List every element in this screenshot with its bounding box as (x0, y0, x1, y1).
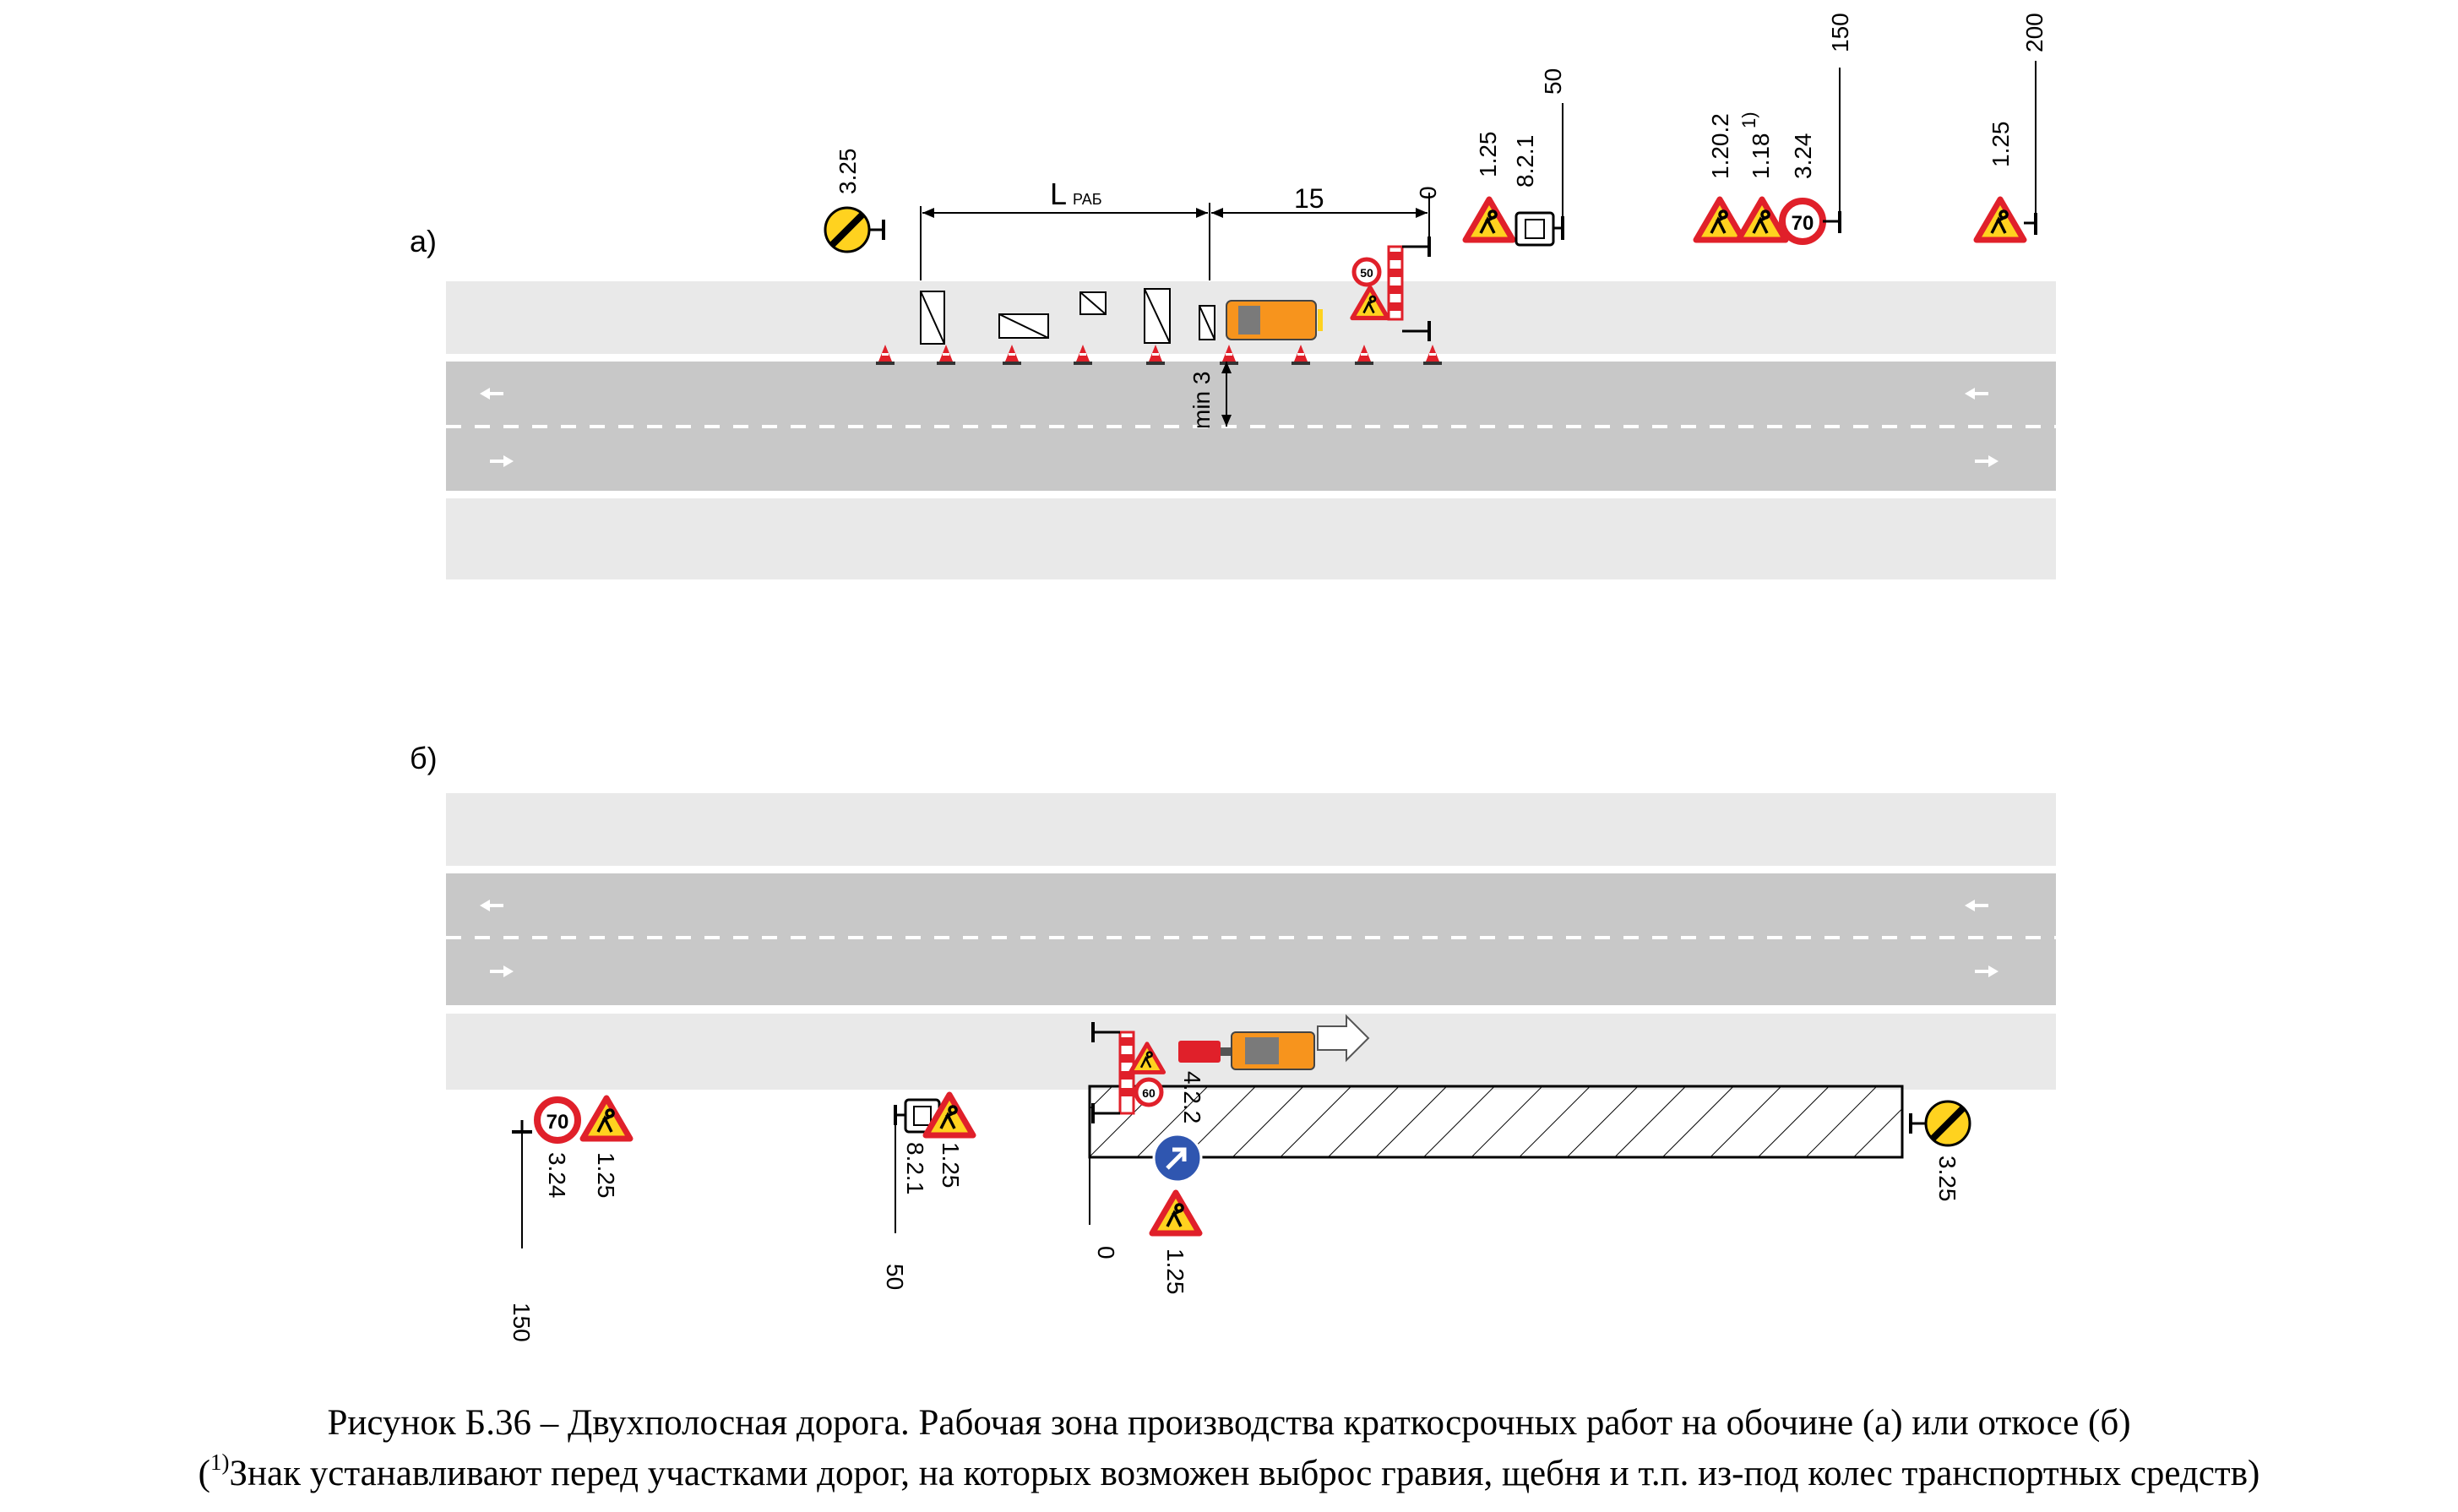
sign-324-a-label: 3.24 (1790, 133, 1816, 180)
figure-caption: Рисунок Б.36 – Двухполосная дорога. Рабо… (327, 1403, 2131, 1443)
footnote-open: ( (198, 1454, 210, 1493)
pos-50-a: 50 (1540, 68, 1566, 95)
pos-200-a: 200 (2021, 13, 2047, 52)
sign-group-150-a (1696, 68, 1841, 245)
sign-422-label: 4.2.2 (1179, 1071, 1205, 1123)
keep-left-sign (1152, 1133, 1203, 1183)
dim-lwork-label: L (1050, 177, 1067, 211)
sign-1202-label: 1.20.2 (1707, 113, 1733, 179)
footnote-marker: 1) (210, 1449, 230, 1475)
end-restriction-sign-a (824, 206, 885, 253)
dimensions-a (920, 193, 1430, 427)
speed-sign-b-value: 70 (547, 1111, 569, 1134)
panel-a-label: а) (410, 224, 437, 258)
sign-125-a-b-label: 1.25 (593, 1152, 619, 1199)
barrier-a-speed: 50 (1360, 266, 1373, 280)
panel-b-label: б) (410, 741, 438, 775)
sign-125-b-label: 1.25 (938, 1142, 964, 1188)
sign-125-c-label: 1.25 (1162, 1248, 1188, 1295)
end-restriction-sign-b (1909, 1100, 1971, 1147)
footnote-text: Знак устанавливают перед участками дорог… (229, 1454, 2260, 1493)
sign-324-b-label: 3.24 (544, 1152, 570, 1199)
pos-150-a: 150 (1827, 13, 1853, 52)
dim-15-label: 15 (1294, 183, 1324, 214)
barrier-a: 50 (1352, 237, 1431, 341)
sign-group-150-b (512, 1098, 630, 1248)
work-vehicle-b (1178, 1014, 1370, 1070)
sign-118-label: 1.18 (1748, 133, 1774, 180)
sign-group-200-a (1977, 61, 2037, 240)
work-objects-a (920, 288, 1215, 345)
dim-min3-label: min 3 (1188, 372, 1215, 429)
sign-group-50-b (894, 1095, 973, 1233)
sign-325-a-label: 3.25 (835, 149, 861, 195)
road-b (446, 793, 2056, 1090)
pos-50-b: 50 (882, 1264, 908, 1290)
figure-footnote: (1)Знак устанавливают перед участками до… (0, 1449, 2458, 1494)
barrier-b (1089, 1022, 1164, 1225)
barrier-b-speed: 60 (1142, 1086, 1156, 1100)
slope-work-zone (1088, 1085, 1904, 1159)
speed-sign-a-value: 70 (1792, 212, 1814, 235)
pos-150-b: 150 (508, 1303, 535, 1342)
pos-0-a: 0 (1415, 186, 1441, 199)
sign-125-far-label: 1.25 (1988, 122, 2014, 168)
sign-821-a-label: 8.2.1 (1512, 135, 1538, 188)
dim-lwork-sub: РАБ (1073, 191, 1102, 208)
sign-118-note: 1) (1738, 111, 1759, 128)
sign-325-b-label: 3.25 (1934, 1156, 1960, 1202)
sign-125-near-label: 1.25 (1475, 132, 1501, 178)
roadworks-sign-b-zero (1152, 1193, 1199, 1233)
sign-821-b-label: 8.2.1 (902, 1142, 928, 1194)
sign-group-50-a (1466, 103, 1564, 247)
pos-0-b: 0 (1093, 1246, 1119, 1259)
road-a (446, 281, 2056, 579)
work-vehicle-a (1226, 300, 1323, 340)
